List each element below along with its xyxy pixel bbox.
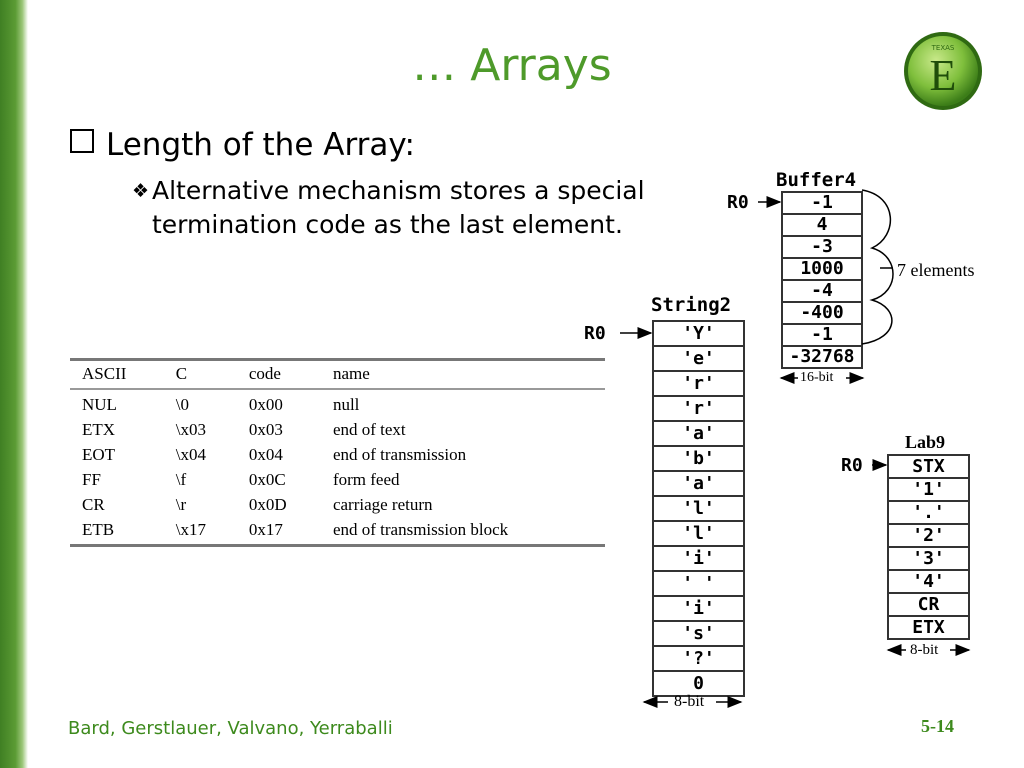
table-cell: null: [332, 395, 360, 414]
table-cell: 0x00: [248, 395, 283, 414]
buffer4-label: Buffer4: [776, 169, 857, 191]
slide-title: … Arrays: [412, 40, 612, 91]
texas-e-logo: TEXAS E: [904, 32, 982, 110]
table-cell: 0x03: [248, 420, 283, 439]
table-cell: 0x17: [236, 517, 321, 547]
table-cell: 0x0C: [248, 470, 286, 489]
page-number: 5-14: [921, 716, 954, 736]
table-cell: NUL: [82, 395, 117, 414]
table-cell: \f: [175, 470, 187, 489]
buffer4-pointer: R0: [727, 192, 749, 213]
lab9-cell: ETX: [887, 615, 970, 640]
buffer4-width-label: 16-bit: [800, 370, 834, 385]
string2-cell: 0: [652, 670, 745, 697]
table-row: CR \r 0x0D carriage return: [70, 492, 605, 517]
table-cell: \x03: [175, 420, 206, 439]
footer-authors: Bard, Gerstlauer, Valvano, Yerraballi: [68, 718, 393, 739]
diamond-bullet-icon: ❖: [132, 180, 150, 202]
table-row: FF \f 0x0C form feed: [70, 467, 605, 492]
brace-label: 7 elements: [897, 260, 975, 280]
svg-text:TEXAS: TEXAS: [931, 44, 955, 52]
brace-icon: [861, 189, 894, 345]
string2-cell: 'l': [652, 495, 745, 522]
lab9-cell: STX: [887, 454, 970, 479]
table-cell: \r: [175, 495, 187, 514]
string2-pointer: R0: [584, 323, 606, 344]
table-row: ETX \x03 0x03 end of text: [70, 417, 605, 442]
lab9-cell: '.': [887, 500, 970, 525]
col-c: C: [163, 358, 237, 390]
table-cell: form feed: [332, 470, 400, 489]
bullet1-text: Length of the Array:: [106, 127, 415, 163]
bullet2-text: Alternative mechanism stores a special t…: [152, 176, 645, 239]
string2-label: String2: [651, 294, 732, 316]
col-code: code: [236, 358, 321, 390]
table-header: ASCII C code name: [70, 358, 605, 390]
checkbox-bullet-icon: [70, 129, 94, 153]
col-name: name: [320, 358, 605, 390]
lab9-pointer: R0: [841, 455, 863, 476]
table-row: EOT \x04 0x04 end of transmission: [70, 442, 605, 467]
buffer4-cell: -400: [781, 301, 863, 325]
lab9-cell: CR: [887, 592, 970, 617]
buffer4-cell: -4: [781, 279, 863, 303]
table-row: NUL \0 0x00 null: [70, 389, 605, 417]
string2-cell: '?': [652, 645, 745, 672]
table-cell: EOT: [82, 445, 116, 464]
table-cell: \0: [175, 395, 189, 414]
lab9-cell: '1': [887, 477, 970, 502]
string2-width-label: 8-bit: [674, 693, 705, 710]
table-cell: carriage return: [332, 495, 433, 514]
string2-cell: 'i': [652, 545, 745, 572]
table-cell: end of transmission block: [320, 517, 605, 547]
lab9-cell: '4': [887, 569, 970, 594]
table-cell: 0x0D: [248, 495, 287, 514]
table-cell: FF: [82, 470, 101, 489]
col-ascii: ASCII: [70, 358, 164, 390]
svg-text:E: E: [930, 51, 957, 100]
table-cell: end of text: [332, 420, 406, 439]
table-cell: \x04: [175, 445, 206, 464]
bullet-level1: Length of the Array:: [70, 127, 415, 163]
buffer4-cell: -32768: [781, 345, 863, 369]
string2-cell: 'r': [652, 370, 745, 397]
table-cell: CR: [82, 495, 105, 514]
table-cell: \x17: [163, 517, 237, 547]
side-accent-bar: [0, 0, 28, 768]
table-cell: ETB: [70, 517, 164, 547]
string2-cell: 'a': [652, 470, 745, 497]
table-cell: ETX: [82, 420, 116, 439]
string2-cell: 'e': [652, 345, 745, 372]
lab9-width-label: 8-bit: [910, 642, 939, 658]
table-cell: end of transmission: [332, 445, 467, 464]
string2-cell: 'Y': [652, 320, 745, 347]
table-cell: 0x04: [248, 445, 283, 464]
buffer4-cell: -1: [781, 191, 863, 215]
string2-cell: 'l': [652, 520, 745, 547]
lab9-label: Lab9: [905, 432, 946, 452]
